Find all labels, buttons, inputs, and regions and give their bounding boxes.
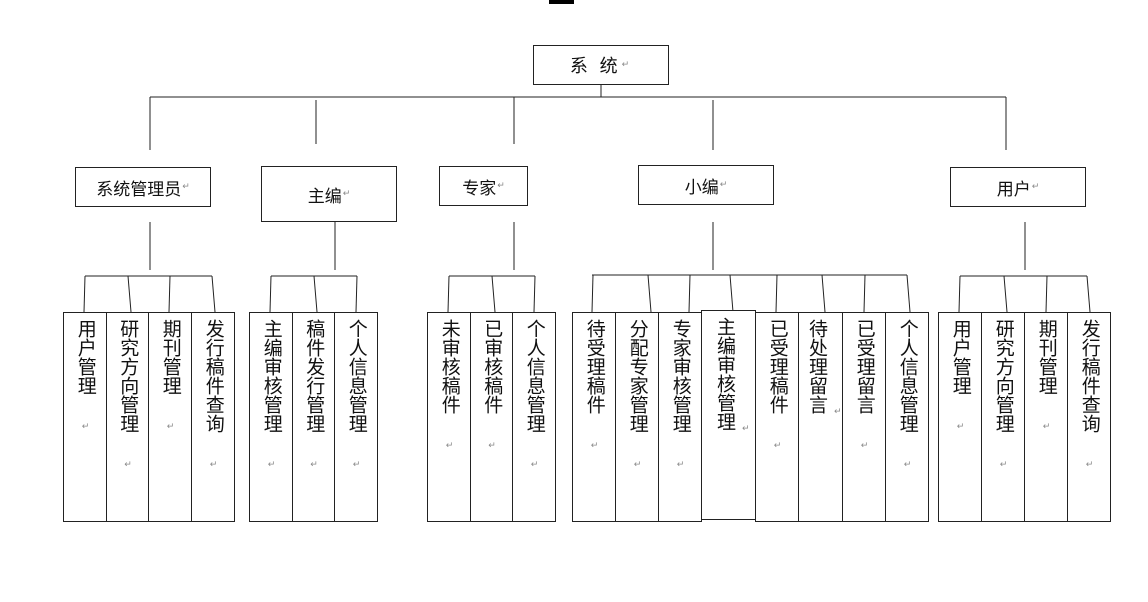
role-node-user: 用户↵ [950,167,1086,207]
leaf-connector-1-1 [313,275,318,313]
leaf-user-1: 用户管理↵ [938,312,982,522]
role-label: 系统管理员 [96,179,182,200]
leaf-connector-3-7 [906,274,911,313]
leaf-editor-4: 主编审核管理↵ [701,310,756,520]
role-label: 小编 [684,177,719,198]
leaf-expert-2: 已审核稿件↵ [470,312,513,522]
leaf-connector-3-4 [775,274,778,313]
leaf-connector-3-6 [863,274,866,313]
leaf-connector-3-3 [729,274,734,313]
root-node: 系 统↵ [533,45,669,85]
leaf-connector-3-0 [591,274,594,313]
leaf-connector-4-2 [1045,275,1048,313]
leaf-chief-1: 主编审核管理↵ [249,312,293,522]
role-node-admin: 系统管理员↵ [75,167,211,207]
leaf-connector-1-2 [355,275,358,313]
leaf-connector-0-1 [127,275,132,313]
role-node-chief-editor: 主编↵ [261,166,397,222]
leaf-user-2: 研究方向管理↵ [981,312,1025,522]
leaf-expert-1: 未审核稿件↵ [427,312,471,522]
leaf-editor-1: 待受理稿件↵ [572,312,616,522]
leaf-admin-2: 研究方向管理↵ [106,312,149,522]
role-label: 专家 [462,178,497,199]
leaf-connector-4-3 [1086,275,1091,313]
leaf-expert-3: 个人信息管理↵ [512,312,556,522]
leaf-chief-3: 个人信息管理↵ [334,312,378,522]
leaf-user-4: 发行稿件查询↵ [1067,312,1111,522]
leaf-chief-2: 稿件发行管理↵ [292,312,335,522]
leaf-connector-3-1 [647,274,652,313]
leaf-editor-6: 待处理留言↵ [798,312,843,522]
role-node-junior-editor: 小编↵ [638,165,774,205]
leaf-connector-2-0 [447,275,450,313]
leaf-admin-4: 发行稿件查询↵ [191,312,235,522]
leaf-admin-3: 期刊管理↵ [148,312,192,522]
leaf-editor-5: 已受理稿件↵ [755,312,799,522]
leaf-editor-3: 专家审核管理↵ [658,312,702,522]
leaf-connector-4-1 [1003,275,1008,313]
role-label: 主编 [307,186,342,207]
leaf-editor-7: 已受理留言↵ [842,312,886,522]
role-node-expert: 专家↵ [439,166,528,206]
leaf-connector-2-2 [533,275,536,313]
leaf-connector-4-0 [958,275,961,313]
leaf-connector-3-2 [688,274,691,313]
leaf-connector-0-2 [168,275,171,313]
leaf-connector-0-0 [83,275,86,313]
leaf-editor-2: 分配专家管理↵ [615,312,659,522]
leaf-admin-1: 用户管理↵ [63,312,107,522]
root-label: 系 统 [569,56,621,77]
leaf-connector-3-5 [821,274,826,313]
leaf-connector-0-3 [211,275,216,313]
role-label: 用户 [996,179,1031,200]
leaf-editor-8: 个人信息管理↵ [885,312,929,522]
top-edge-mark [549,0,574,4]
leaf-user-3: 期刊管理↵ [1024,312,1068,522]
leaf-connector-1-0 [269,275,272,313]
leaf-connector-2-1 [491,275,496,313]
